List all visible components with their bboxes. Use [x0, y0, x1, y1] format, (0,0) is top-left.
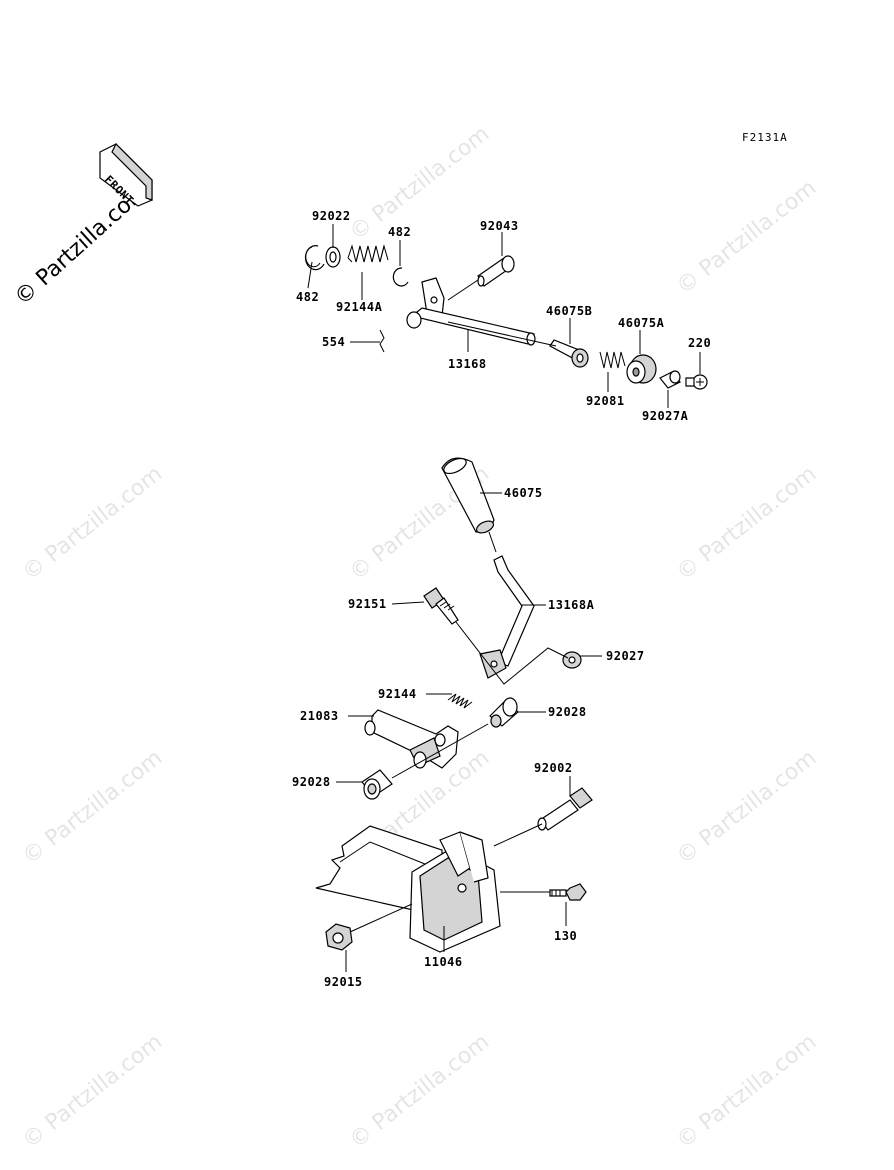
callout-220: 220	[688, 336, 711, 350]
front-arrow-icon: FRONT	[99, 142, 153, 207]
pedal-arm-13168a	[479, 531, 535, 679]
bolt-130	[549, 883, 587, 901]
spring-92144	[447, 693, 473, 709]
linkage-assembly	[361, 693, 519, 800]
callout-46075: 46075	[504, 486, 543, 500]
callout-92028-left: 92028	[292, 775, 331, 789]
base-bracket-assembly	[315, 787, 593, 953]
callout-92043: 92043	[480, 219, 519, 233]
callout-92022: 92022	[312, 209, 351, 223]
leader-lines	[307, 224, 701, 972]
nut-92027	[562, 651, 582, 669]
bolt-92002	[537, 787, 593, 831]
collar-46075b	[549, 339, 589, 368]
collar-92028-right	[489, 697, 519, 728]
shift-pedal-assembly	[423, 457, 582, 679]
callout-92151: 92151	[348, 597, 387, 611]
callout-46075a: 46075A	[618, 316, 665, 330]
callout-13168a: 13168A	[548, 598, 595, 612]
bracket-11046	[315, 825, 501, 953]
callout-13168: 13168	[448, 357, 487, 371]
collar-92027a	[659, 370, 681, 389]
pin-92043	[477, 255, 515, 287]
upper-shift-shaft-assembly	[304, 244, 708, 390]
collar-92028-left	[361, 769, 393, 800]
nut-92015	[325, 923, 353, 951]
callout-46075b: 46075B	[546, 304, 592, 318]
callout-92144: 92144	[378, 687, 417, 701]
callout-130: 130	[554, 929, 577, 943]
callout-92027: 92027	[606, 649, 645, 663]
shift-shaft-13168	[410, 307, 535, 345]
pedal-knob-46075	[441, 457, 495, 534]
callout-92028-right: 92028	[548, 705, 587, 719]
spring-92081	[599, 351, 626, 369]
callout-92081: 92081	[586, 394, 625, 408]
callout-554: 554	[322, 335, 345, 349]
screw-220	[685, 374, 708, 390]
spring-92144a	[347, 244, 389, 263]
knob-46075a	[626, 354, 657, 384]
e-clip-482-upper	[392, 267, 409, 287]
bolt-92151	[423, 587, 459, 625]
callout-92002: 92002	[534, 761, 573, 775]
callout-92015: 92015	[324, 975, 363, 989]
callout-92144a: 92144A	[336, 300, 383, 314]
clip-554	[379, 329, 385, 353]
figure-code: F2131A	[742, 131, 788, 144]
bracket-21083	[364, 709, 459, 769]
callout-labels: 92022 482 92043 482 92144A 46075B 46075A…	[292, 209, 711, 989]
callout-11046: 11046	[424, 955, 463, 969]
callout-92027a: 92027A	[642, 409, 689, 423]
callout-482-top: 482	[388, 225, 411, 239]
callout-21083: 21083	[300, 709, 339, 723]
callout-482-left: 482	[296, 290, 319, 304]
